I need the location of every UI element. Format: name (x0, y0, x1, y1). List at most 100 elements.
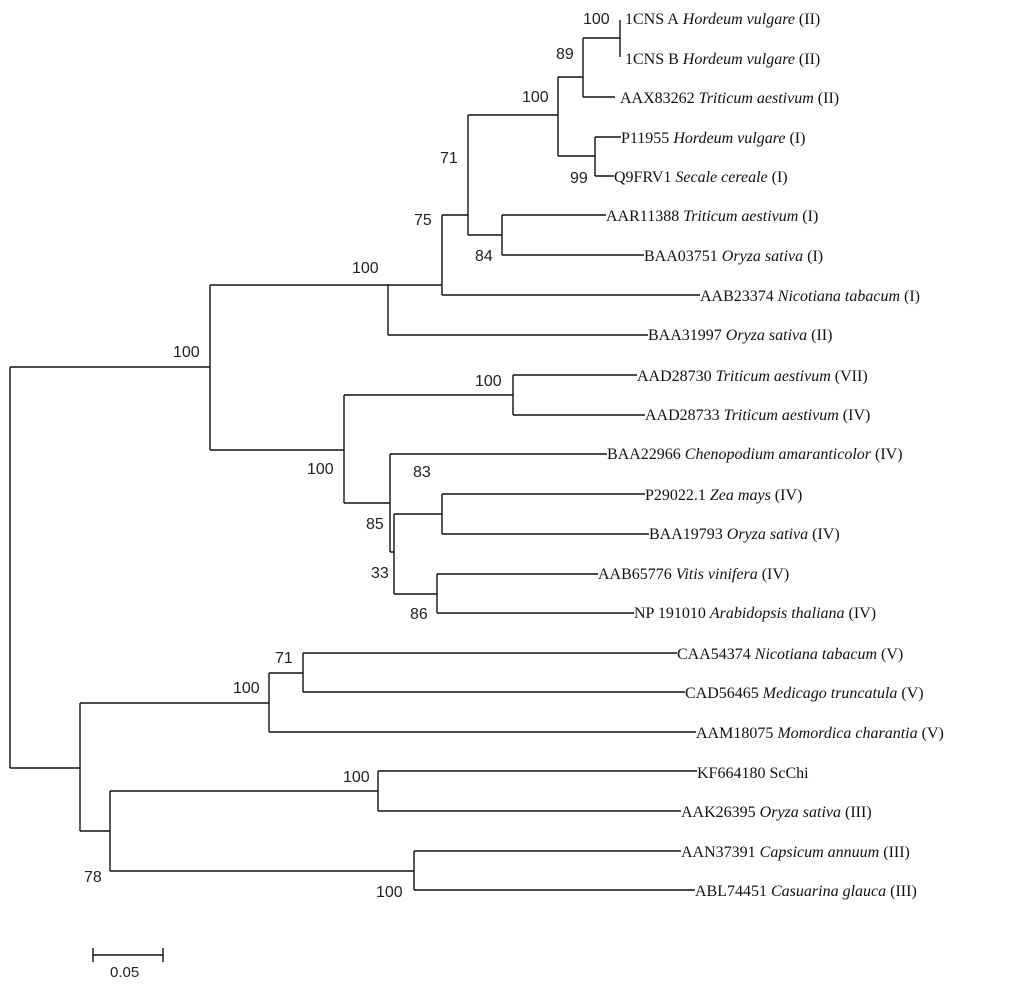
bootstrap-value: 100 (343, 769, 370, 786)
branch-node-414 (413, 850, 695, 891)
leaf-species: Hordeum vulgare (682, 11, 795, 28)
leaf-class: (I) (802, 208, 818, 225)
leaf-class: (V) (901, 685, 923, 702)
leaf-accession: AAR11388 (606, 208, 679, 225)
leaf-species: Medicago truncatula (762, 685, 898, 702)
leaf-class: (IV) (875, 446, 903, 463)
branch-node-378 (377, 770, 697, 812)
leaf-class: (II) (818, 90, 839, 107)
leaf-class: (IV) (812, 526, 840, 543)
branch-node-558 (557, 76, 595, 157)
leaf-accession: AAB65776 (598, 566, 672, 583)
leaf-species: Triticum aestivum (683, 208, 798, 225)
bootstrap-value: 85 (366, 516, 384, 533)
leaf-class: (III) (883, 844, 910, 861)
leaf-class: (I) (807, 248, 823, 265)
leaf-accession: 1CNS B (625, 51, 679, 68)
branch-node-269 (268, 672, 696, 733)
leaf-species: Triticum aestivum (699, 90, 814, 107)
leaf-accession: AAB23374 (700, 288, 774, 305)
leaf-class: (I) (789, 130, 805, 147)
leaf-class: (II) (799, 51, 820, 68)
leaf-species: Chenopodium amaranticolor (685, 446, 872, 463)
leaf-species: Hordeum vulgare (672, 130, 785, 147)
branch-root (9, 366, 210, 769)
bootstrap-value: 84 (475, 248, 493, 265)
leaf-class: (IV) (775, 487, 803, 504)
leaf-class: (V) (922, 725, 944, 742)
leaf-class: (IV) (849, 605, 877, 622)
bootstrap-value: 71 (275, 650, 293, 667)
scale-bar-line (92, 948, 164, 962)
branch-node-502 (501, 214, 644, 256)
leaf-accession: BAA19793 (649, 526, 723, 543)
leaf-label: KF664180 ScChi (697, 765, 809, 782)
leaf-species: Nicotiana tabacum (754, 646, 877, 663)
bootstrap-value: 100 (376, 884, 403, 901)
branch-node-388 (387, 284, 648, 336)
branch-node-110 (109, 790, 414, 872)
leaf-accession: BAA31997 (648, 327, 722, 344)
branch-node-442b (441, 493, 649, 535)
leaf-species: Vitis vinifera (676, 566, 758, 583)
leaf-species: Secale cereale (675, 169, 767, 186)
leaf-species: Arabidopsis thaliana (709, 605, 845, 622)
leaf-species: Momordica charantia (776, 725, 917, 742)
bootstrap-value: 71 (440, 150, 458, 167)
leaf-accession: KF664180 ScChi (697, 765, 809, 782)
bootstrap-value: 100 (583, 11, 610, 28)
leaf-species: Capsicum annuum (760, 844, 880, 861)
branch-node-468 (467, 114, 558, 236)
leaf-accession: AAN37391 (681, 844, 756, 861)
bootstrap-value: 86 (410, 606, 428, 623)
leaf-species: Oryza sativa (722, 248, 803, 265)
leaf-species: Nicotiana tabacum (777, 288, 900, 305)
leaf-accession: Q9FRV1 (614, 169, 671, 186)
leaf-accession: CAA54374 (677, 646, 751, 663)
bootstrap-value: 100 (522, 89, 549, 106)
bootstrap-value: 99 (570, 170, 588, 187)
bootstrap-values: 100 89 100 99 71 84 75 100 100 100 100 8… (84, 11, 610, 901)
leaf-accession: AAM18075 (696, 725, 773, 742)
branch-node-303 (302, 652, 685, 693)
leaf-accession: ABL74451 (695, 883, 767, 900)
leaf-species: Oryza sativa (760, 804, 841, 821)
bootstrap-value: 100 (173, 344, 200, 361)
branch-node-513 (512, 374, 645, 416)
bootstrap-value: 89 (556, 46, 574, 63)
bootstrap-value: 78 (84, 869, 102, 886)
leaf-accession: AAD28733 (645, 407, 720, 424)
leaf-accession: BAA03751 (644, 248, 718, 265)
bootstrap-value: 100 (352, 260, 379, 277)
leaf-species: Oryza sativa (727, 526, 808, 543)
leaf-accession: P11955 (621, 130, 669, 147)
leaf-species: Oryza sativa (726, 327, 807, 344)
branch-node-394 (393, 513, 442, 595)
branch-node-583 (582, 37, 620, 98)
leaf-species: Zea mays (710, 487, 771, 504)
leaf-class: (III) (845, 804, 872, 821)
leaf-accession: P29022.1 (645, 487, 706, 504)
branch-node-595 (594, 136, 621, 177)
branch-node-442 (441, 214, 700, 296)
leaf-class: (II) (811, 327, 832, 344)
